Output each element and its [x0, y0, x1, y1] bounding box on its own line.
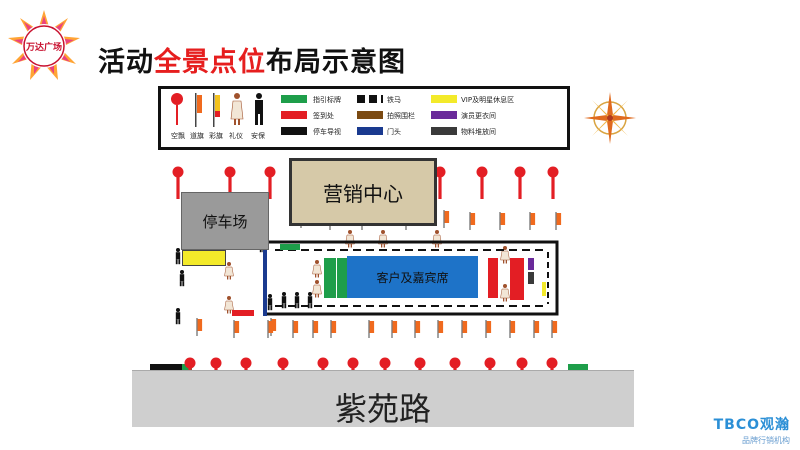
legend-swatch-barrier	[357, 95, 383, 103]
brand-name: TBCO观瀚	[713, 417, 790, 433]
road	[132, 370, 634, 427]
road-flag-icon	[195, 93, 202, 127]
etiquette-lady	[500, 245, 510, 264]
compass-icon	[582, 90, 638, 146]
logo-burst-icon	[8, 10, 80, 80]
legend-swatch-sign	[281, 95, 307, 103]
parking-guide	[150, 364, 182, 370]
flag	[461, 320, 468, 338]
etiquette-lady	[312, 259, 322, 278]
flag	[437, 320, 444, 338]
legend-label-parking-guide: 停车导视	[313, 128, 341, 136]
check-in-desk	[232, 310, 254, 316]
legend-label-door-head: 门头	[387, 128, 401, 136]
brand-sub: 品牌行销机构	[742, 436, 790, 445]
etiquette-icon	[230, 93, 244, 125]
balloon	[547, 166, 559, 199]
legend-swatch-vip	[431, 95, 457, 103]
etiquette-lady	[432, 229, 442, 248]
flag	[414, 320, 421, 338]
etiquette-lady	[500, 283, 510, 302]
page-title: 活动全景点位布局示意图	[98, 40, 406, 79]
legend-label-dressing: 演员更衣间	[461, 112, 496, 120]
security-guard	[267, 294, 273, 311]
legend-label-etiquette: 礼仪	[229, 132, 243, 140]
legend-label-barrier: 铁马	[387, 96, 401, 104]
dressing-room	[528, 258, 534, 270]
title-part1: 活动	[98, 47, 154, 78]
balloon	[514, 166, 526, 199]
legend-swatch-storage	[431, 127, 457, 135]
colored-flag-icon	[213, 93, 220, 127]
legend-swatch-parking-guide	[281, 127, 307, 135]
flag	[529, 212, 536, 230]
flag	[267, 320, 274, 338]
flag	[233, 320, 240, 338]
legend-panel: 空飘 道旗 彩旗 礼仪 安保 指引标牌 签到处 停车导视 铁马 拍照围栏 门头 …	[158, 86, 570, 150]
security-guard	[179, 270, 185, 287]
legend-swatch-dressing	[431, 111, 457, 119]
flag	[443, 210, 450, 228]
flag	[485, 320, 492, 338]
storage-room	[528, 272, 534, 284]
legend-label-checkin: 签到处	[313, 112, 334, 120]
security-icon	[255, 93, 263, 125]
legend-label-security: 安保	[251, 132, 265, 140]
legend-swatch-checkin	[281, 111, 307, 119]
legend-label-balloon: 空飘	[171, 132, 185, 140]
wanda-plaza-logo: 万达广场	[6, 8, 82, 84]
title-highlight: 全景点位	[154, 47, 266, 78]
etiquette-lady	[345, 229, 355, 248]
guide-sign	[568, 364, 588, 370]
legend-swatch-photo-fence	[357, 111, 383, 119]
flag	[551, 320, 558, 338]
guide-sign	[280, 244, 300, 250]
brand-footer: TBCO观瀚 品牌行销机构	[690, 414, 790, 446]
sign-panel-left	[324, 258, 336, 298]
flag	[391, 320, 398, 338]
flag	[196, 318, 203, 336]
legend-label-colored-flag: 彩旗	[209, 132, 223, 140]
flag	[312, 320, 319, 338]
sign-panel-left-2	[337, 258, 347, 298]
legend-label-sign: 指引标牌	[313, 96, 341, 104]
etiquette-lady	[312, 279, 322, 298]
sign-panel-right	[488, 258, 498, 298]
security-guard	[175, 308, 181, 325]
flag	[533, 320, 540, 338]
guest-seating: 客户及嘉宾席	[347, 256, 478, 298]
title-part2: 布局示意图	[266, 47, 406, 78]
legend-label-vip: VIP及明星休息区	[461, 96, 515, 104]
flag	[330, 320, 337, 338]
etiquette-lady	[378, 229, 388, 248]
legend-label-storage: 物料堆放间	[461, 128, 496, 136]
legend-icons	[171, 93, 263, 127]
marketing-center: 营销中心	[289, 158, 437, 226]
flag	[469, 212, 476, 230]
balloon-icon	[171, 93, 183, 125]
flag	[509, 320, 516, 338]
legend-label-road-flag: 道旗	[190, 132, 204, 140]
legend-swatch-door-head	[357, 127, 383, 135]
flag	[555, 212, 562, 230]
road-label: 紫苑路	[334, 390, 431, 428]
stage-block	[510, 258, 524, 300]
parking-lot: 停车场	[181, 192, 269, 250]
flag	[368, 320, 375, 338]
logo-text: 万达广场	[25, 41, 62, 53]
balloon	[476, 166, 488, 199]
flag	[292, 320, 299, 338]
vip-area-right	[542, 282, 546, 296]
security-guard	[175, 248, 181, 265]
vip-area	[182, 250, 226, 266]
flag-row-bottom	[196, 318, 558, 338]
flag	[499, 212, 506, 230]
legend-label-photo-fence: 拍照围栏	[387, 112, 415, 120]
